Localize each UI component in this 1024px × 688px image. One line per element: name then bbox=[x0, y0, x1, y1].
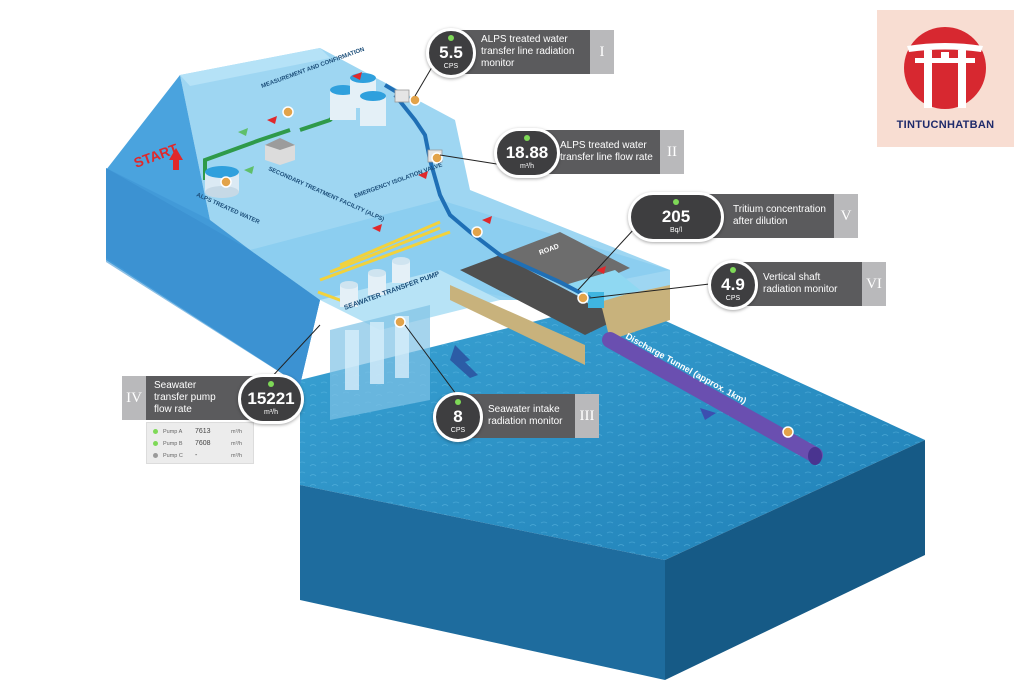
monitor-i-numeral: I bbox=[590, 30, 614, 74]
monitor-i-gauge: 5.5 CPS bbox=[426, 28, 476, 78]
monitor-iv-unit: m³/h bbox=[264, 409, 278, 416]
status-dot-icon bbox=[730, 267, 736, 273]
torii-gate-icon bbox=[904, 27, 986, 109]
sensor-markers bbox=[282, 94, 589, 328]
alps-tank bbox=[205, 166, 239, 198]
pump-unit: m³/h bbox=[231, 441, 242, 447]
monitor-iii-unit: CPS bbox=[450, 427, 466, 434]
status-dot-icon bbox=[153, 429, 158, 434]
monitor-i-unit: CPS bbox=[443, 63, 459, 70]
monitor-iii-numeral: III bbox=[575, 394, 599, 438]
status-dot-icon bbox=[524, 135, 530, 141]
monitor-vi-numeral: VI bbox=[862, 262, 886, 306]
pipes bbox=[203, 83, 591, 304]
monitor-iii[interactable]: 8 CPS Seawater intake radiation monitor … bbox=[433, 392, 599, 442]
pump-row: Pump B 7608 m³/h bbox=[151, 439, 251, 449]
monitor-vi-value: 4.9 bbox=[721, 275, 745, 294]
flow-arrows bbox=[238, 72, 606, 274]
monitor-iii-value: 8 bbox=[453, 407, 463, 426]
start-arrow-icon bbox=[169, 148, 183, 170]
monitor-ii-numeral: II bbox=[660, 130, 684, 174]
monitor-v-numeral: V bbox=[834, 194, 858, 238]
discharge-tunnel bbox=[602, 332, 823, 465]
pump-name: Pump B bbox=[163, 441, 183, 447]
pump-status-table: Pump A 7613 m³/h Pump B 7608 m³/h Pump C… bbox=[146, 422, 254, 464]
monitor-v-gauge: 205 Bq/l bbox=[628, 192, 724, 242]
monitor-iv-gauge: 15221 m³/h bbox=[238, 374, 304, 424]
monitor-i[interactable]: 5.5 CPS ALPS treated water transfer line… bbox=[426, 28, 614, 78]
monitor-ii-unit: m³/h bbox=[520, 163, 534, 170]
pump-row: Pump C - m³/h bbox=[151, 451, 251, 461]
pump-name: Pump A bbox=[163, 429, 183, 435]
pump-name: Pump C bbox=[163, 453, 183, 459]
monitor-iii-gauge: 8 CPS bbox=[433, 392, 483, 442]
status-dot-icon bbox=[455, 399, 461, 405]
pump-basin bbox=[320, 270, 500, 420]
pump-value: 7613 bbox=[195, 428, 211, 435]
status-dot-icon bbox=[153, 441, 158, 446]
monitor-vi-label: Vertical shaft radiation monitor bbox=[733, 262, 863, 306]
monitor-i-value: 5.5 bbox=[439, 43, 463, 62]
monitor-v[interactable]: 205 Bq/l Tritium concentration after dil… bbox=[628, 192, 858, 242]
tanks bbox=[205, 73, 410, 307]
monitor-v-unit: Bq/l bbox=[669, 227, 683, 234]
monitor-v-value: 205 bbox=[661, 207, 691, 226]
monitor-iv-numeral: IV bbox=[122, 376, 146, 420]
pump-value: - bbox=[195, 452, 198, 459]
pump-unit: m³/h bbox=[231, 429, 242, 435]
monitor-iv[interactable]: IV Seawater transfer pump flow rate 1522… bbox=[122, 374, 304, 424]
status-dot-icon bbox=[448, 35, 454, 41]
pump-tanks bbox=[340, 257, 410, 307]
monitor-ii[interactable]: 18.88 m³/h ALPS treated water transfer l… bbox=[494, 128, 686, 178]
monitor-v-label: Tritium concentration after dilution bbox=[703, 194, 835, 238]
monitor-ii-gauge: 18.88 m³/h bbox=[494, 128, 560, 178]
pump-unit: m³/h bbox=[231, 453, 242, 459]
status-dot-icon bbox=[673, 199, 679, 205]
monitor-ii-value: 18.88 bbox=[505, 143, 549, 162]
monitor-i-label: ALPS treated water transfer line radiati… bbox=[451, 30, 591, 74]
logo-text: TINTUCNHATBAN bbox=[896, 119, 995, 131]
road-area bbox=[450, 232, 670, 365]
pump-row: Pump A 7613 m³/h bbox=[151, 427, 251, 437]
monitor-iv-value: 15221 bbox=[247, 389, 295, 408]
measurement-tanks bbox=[330, 73, 386, 126]
monitor-vi-gauge: 4.9 CPS bbox=[708, 260, 758, 310]
site-logo[interactable]: TINTUCNHATBAN bbox=[877, 10, 1014, 147]
monitor-vi[interactable]: 4.9 CPS Vertical shaft radiation monitor… bbox=[708, 260, 886, 310]
monitor-vi-unit: CPS bbox=[725, 295, 741, 302]
pump-value: 7608 bbox=[195, 440, 211, 447]
status-dot-icon bbox=[268, 381, 274, 387]
status-dot-icon bbox=[153, 453, 158, 458]
